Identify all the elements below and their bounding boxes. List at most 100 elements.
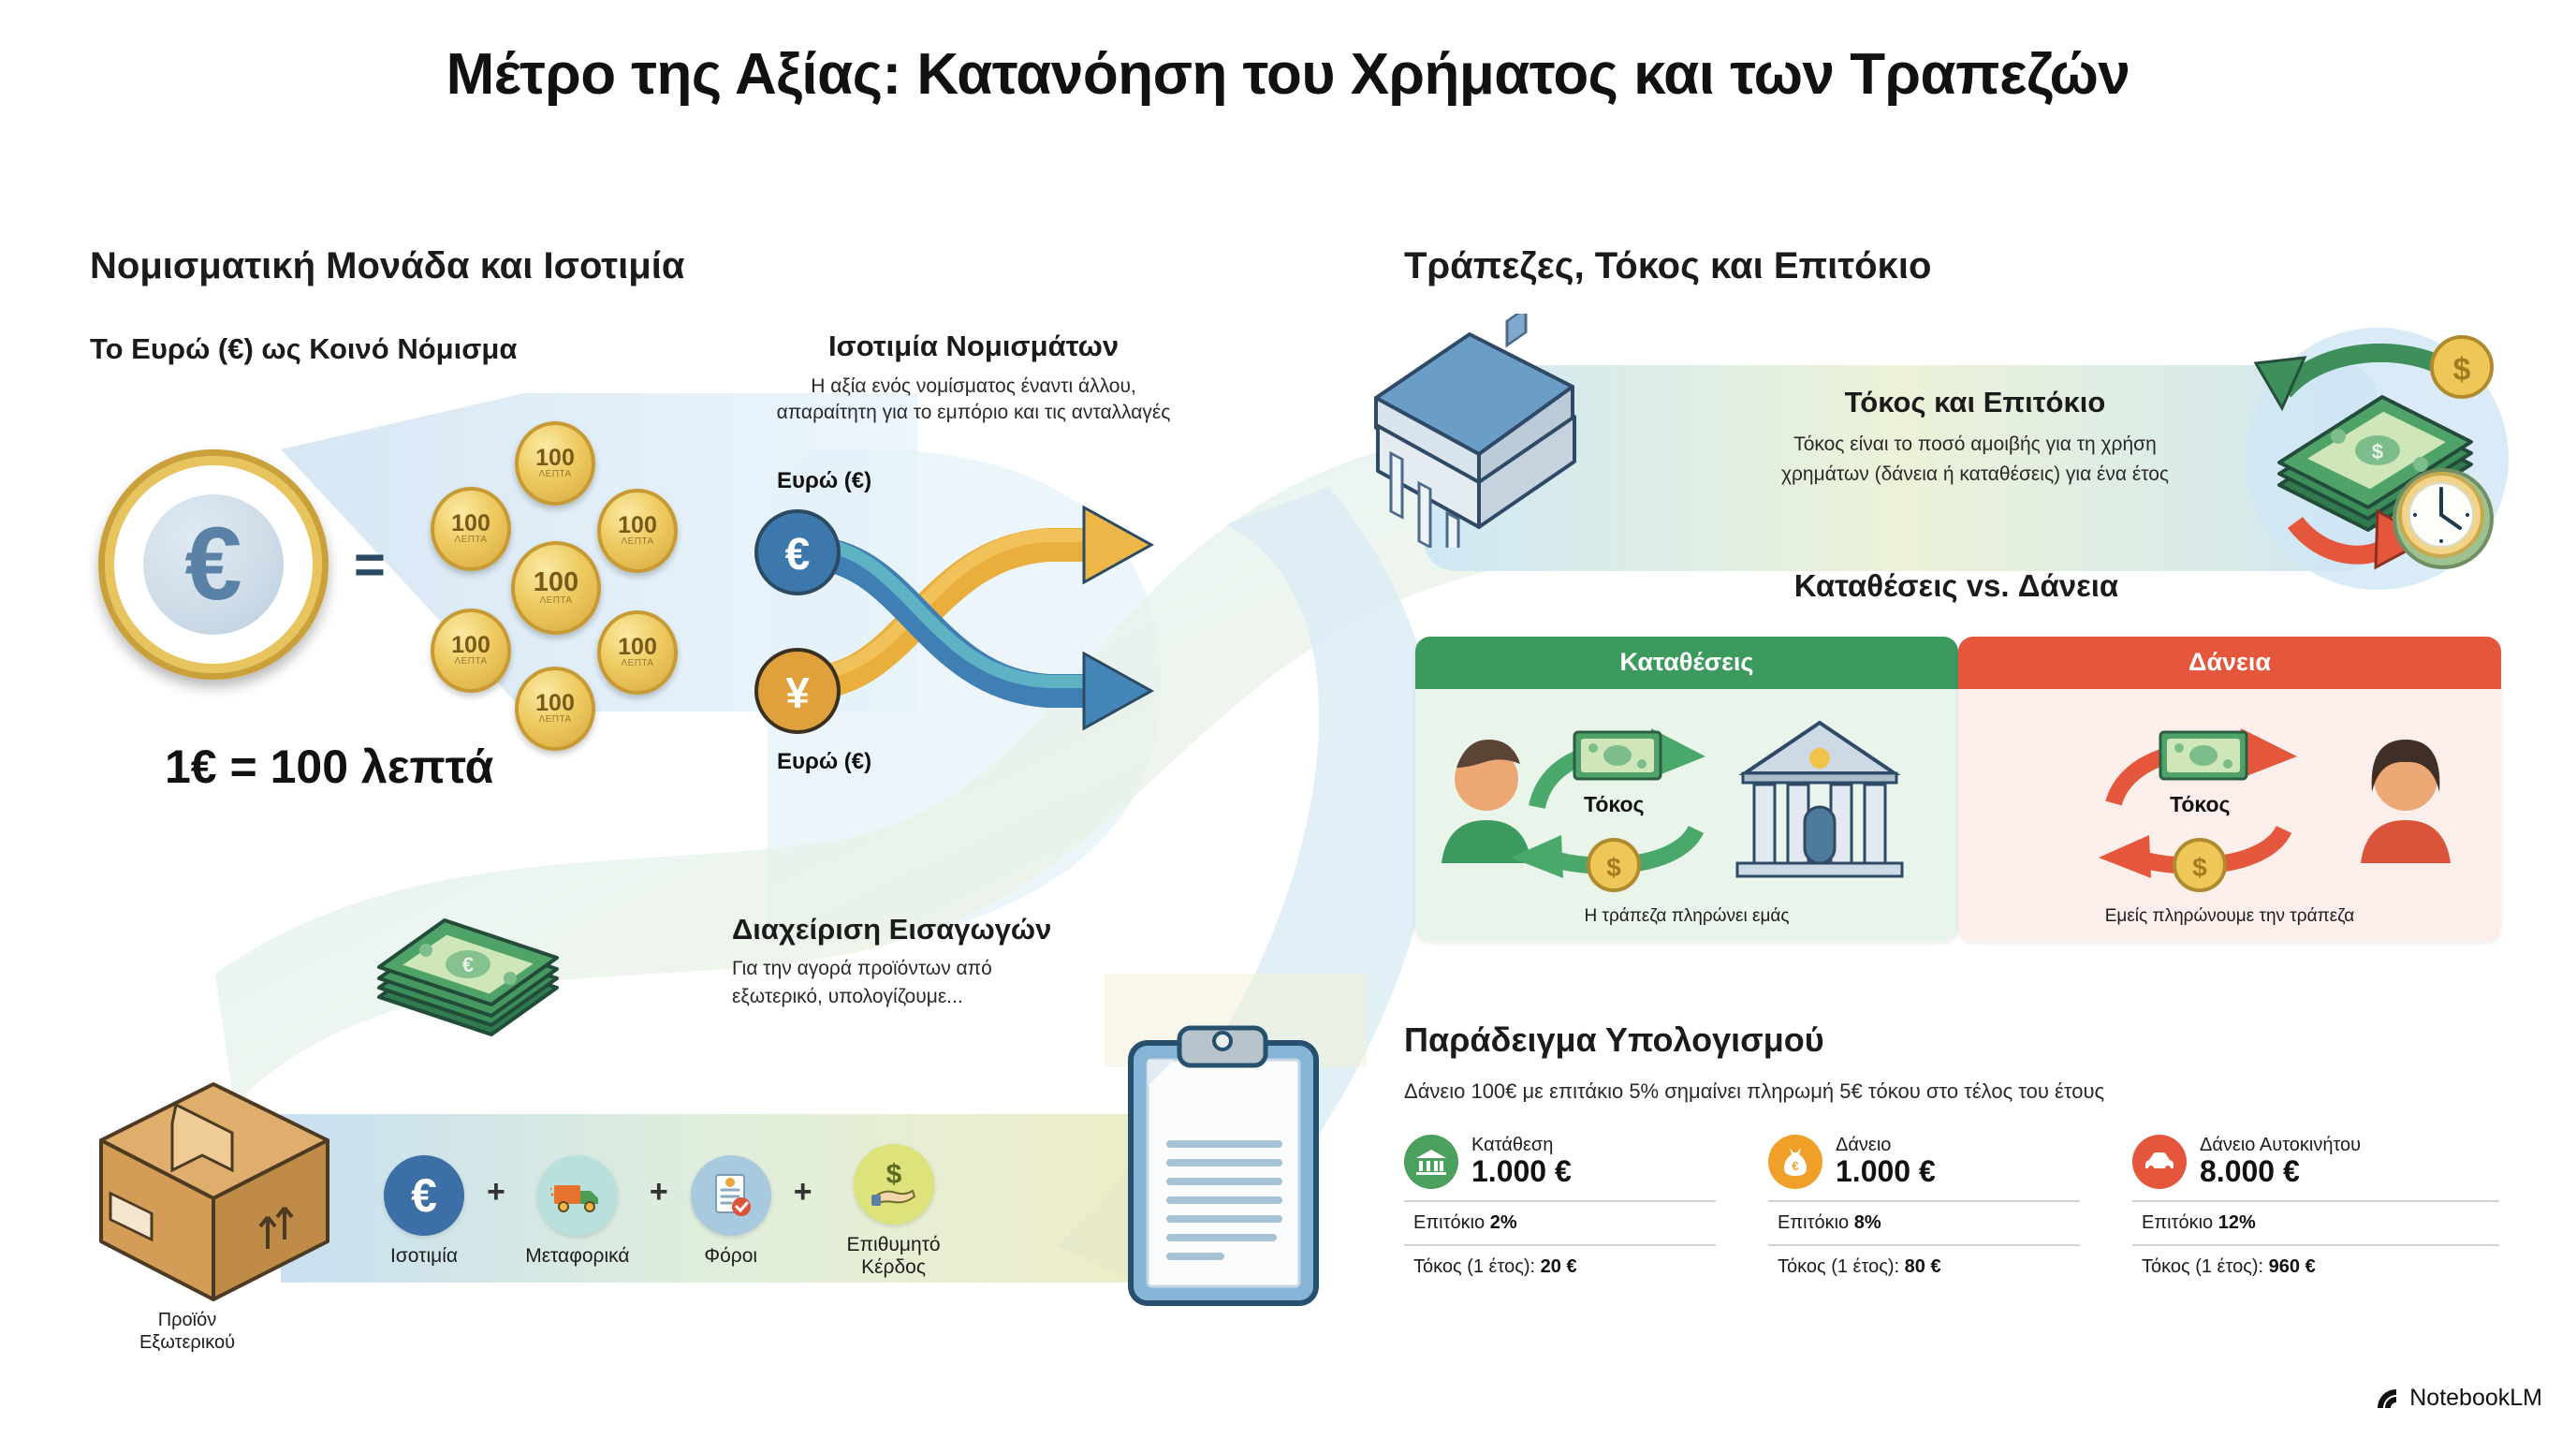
svg-text:$: $ bbox=[2192, 853, 2207, 882]
euro-equation: 1€ = 100 λεπτά bbox=[165, 741, 494, 793]
svg-text:$: $ bbox=[1606, 853, 1621, 882]
fx-block-sub-line2: απαραίτητη για το εμπόριο και τις ανταλλ… bbox=[776, 402, 1171, 423]
formula-item-foroi: Φόροι bbox=[680, 1155, 783, 1268]
clipboard-icon bbox=[1128, 1025, 1319, 1306]
money-clock-illustration: $ $ bbox=[2253, 335, 2494, 570]
cent-coin-cluster: 100 ΛΕΠΤΑ 100 ΛΕΠΤΑ 100 ΛΕΠΤΑ 100 ΛΕΠΤΑ … bbox=[421, 421, 721, 751]
calc-interest-row: Τόκος (1 έτος): 960 € bbox=[2132, 1244, 2499, 1288]
deposits-illustration: $ Τόκος bbox=[1415, 689, 1958, 906]
cent-coin-value: 100 bbox=[451, 631, 490, 658]
loans-caption: Εμείς πληρώνουμε την τράπεζα bbox=[2104, 906, 2355, 926]
left-section-heading: Νομισματική Μονάδα και Ισοτιμία bbox=[90, 245, 685, 286]
hand-dollar-icon: $ bbox=[853, 1144, 934, 1225]
formula-label: Φόροι bbox=[704, 1245, 758, 1268]
notebooklm-label: NotebookLM bbox=[2409, 1385, 2542, 1411]
notebooklm-watermark: NotebookLM bbox=[2374, 1385, 2542, 1412]
cent-coin-value: 100 bbox=[451, 509, 490, 536]
formula-label: Μεταφορικά bbox=[525, 1245, 630, 1268]
euro-block-title: Το Ευρώ (€) ως Κοινό Νόμισμα bbox=[90, 332, 518, 365]
cent-coin-word: ΛΕΠΤΑ bbox=[539, 595, 573, 607]
cent-coin-value: 100 bbox=[535, 444, 575, 471]
svg-text:$: $ bbox=[886, 1159, 901, 1190]
loans-interest-label: Τόκος bbox=[2170, 792, 2231, 816]
fx-block-sub-line1: Η αξία ενός νομίσματος έναντι άλλου, bbox=[811, 375, 1136, 397]
cent-coin-word: ΛΕΠΤΑ bbox=[454, 535, 488, 546]
calc-name: Δάνειο Αυτοκινήτου bbox=[2200, 1135, 2362, 1156]
deposits-header: Καταθέσεις bbox=[1415, 637, 1958, 689]
cent-coin: 100 ΛΕΠΤΑ bbox=[597, 610, 678, 695]
interest-banner-title: Τόκος και Επιτόκιο bbox=[1844, 386, 2106, 418]
plus-sign: + bbox=[487, 1173, 505, 1210]
calc-interest-row: Τόκος (1 έτος): 20 € bbox=[1404, 1244, 1716, 1288]
cent-coin-word: ΛΕΠΤΑ bbox=[621, 536, 654, 548]
loans-header: Δάνεια bbox=[1958, 637, 2501, 689]
calc-name: Δάνειο bbox=[1836, 1135, 1892, 1156]
formula-item-metaforika: Μεταφορικά bbox=[517, 1155, 638, 1268]
euro-icon: € bbox=[384, 1155, 464, 1237]
right-section-heading: Τράπεζες, Τόκος και Επιτόκιο bbox=[1404, 245, 1932, 286]
currency-swap-illustration: € ¥ bbox=[754, 505, 1155, 734]
cent-coin-word: ΛΕΠΤΑ bbox=[538, 714, 572, 726]
equals-sign: = bbox=[354, 535, 386, 595]
svg-text:€: € bbox=[785, 530, 811, 580]
cent-coin-word: ΛΕΠΤΑ bbox=[454, 656, 488, 668]
bank-building-icon bbox=[1374, 314, 1576, 548]
formula-item-kerdos: $ Επιθυμητό Κέρδος bbox=[824, 1144, 964, 1279]
svg-text:$: $ bbox=[2453, 352, 2471, 388]
calc-interest-row: Τόκος (1 έτος): 80 € bbox=[1768, 1244, 2080, 1288]
deposits-card: Καταθέσεις bbox=[1415, 637, 1958, 942]
calc-card-loan: € Δάνειο 1.000 € Επιτόκιο 8% Τόκος (1 έτ… bbox=[1768, 1135, 2080, 1288]
truck-icon bbox=[536, 1155, 618, 1237]
cent-coin-value: 100 bbox=[618, 511, 657, 538]
formula-item-isotimia: € Ισοτιμία bbox=[373, 1155, 476, 1268]
formula-label: Ισοτιμία bbox=[389, 1245, 459, 1268]
fx-bottom-label: Ευρώ (€) bbox=[777, 749, 872, 774]
document-check-icon bbox=[690, 1155, 771, 1237]
example-sub: Δάνειο 100€ με επιτάκιο 5% σημαίνει πληρ… bbox=[1404, 1079, 2105, 1103]
calc-rate-row: Επιτόκιο 12% bbox=[2132, 1200, 2499, 1244]
cent-coin: 100 ΛΕΠΤΑ bbox=[597, 489, 678, 573]
deposits-caption: Η τράπεζα πληρώνει εμάς bbox=[1584, 906, 1790, 926]
deposits-interest-label: Τόκος bbox=[1584, 792, 1645, 816]
calc-rate-row: Επιτόκιο 8% bbox=[1768, 1200, 2080, 1244]
cent-coin: 100 ΛΕΠΤΑ bbox=[515, 421, 595, 506]
euro-symbol: € bbox=[143, 494, 284, 635]
calc-rate-row: Επιτόκιο 2% bbox=[1404, 1200, 1716, 1244]
calc-amount: 8.000 € bbox=[2200, 1154, 2300, 1189]
calc-name: Κατάθεση bbox=[1471, 1135, 1554, 1156]
svg-text:€: € bbox=[1792, 1159, 1798, 1173]
money-bag-icon: € bbox=[1768, 1135, 1822, 1189]
euro-cash-stack-icon: € bbox=[377, 918, 559, 1036]
cent-coin-value: 100 bbox=[618, 633, 657, 660]
bank-icon bbox=[1404, 1135, 1458, 1189]
svg-text:€: € bbox=[462, 953, 474, 976]
cent-coin-value: 100 bbox=[535, 689, 575, 716]
plus-sign: + bbox=[649, 1173, 668, 1210]
calc-card-deposit: Κατάθεση 1.000 € Επιτόκιο 2% Τόκος (1 έτ… bbox=[1404, 1135, 1716, 1288]
interest-banner-sub-line2: χρημάτων (δάνεια ή καταθέσεις) για ένα έ… bbox=[1780, 463, 2170, 485]
calculation-cards: Κατάθεση 1.000 € Επιτόκιο 2% Τόκος (1 έτ… bbox=[1404, 1135, 2499, 1288]
cent-coin: 100 ΛΕΠΤΑ bbox=[431, 609, 511, 693]
fx-block-title: Ισοτιμία Νομισμάτων bbox=[827, 330, 1120, 362]
page-title: Μέτρο της Αξίας: Κατανόηση του Χρήματος … bbox=[446, 42, 2130, 107]
example-heading: Παράδειγμα Υπολογισμού bbox=[1404, 1020, 1824, 1059]
calc-amount: 1.000 € bbox=[1471, 1154, 1572, 1189]
calc-card-car-loan: Δάνειο Αυτοκινήτου 8.000 € Επιτόκιο 12% … bbox=[2132, 1135, 2499, 1288]
svg-text:$: $ bbox=[2372, 440, 2383, 463]
cent-coin: 100 ΛΕΠΤΑ bbox=[511, 541, 601, 635]
interest-banner-sub-line1: Τόκος είναι το ποσό αμοιβής για τη χρήση bbox=[1793, 433, 2157, 455]
fx-top-label: Ευρώ (€) bbox=[777, 468, 872, 493]
calc-amount: 1.000 € bbox=[1836, 1154, 1936, 1189]
cent-coin-word: ΛΕΠΤΑ bbox=[621, 658, 654, 669]
cent-coin: 100 ΛΕΠΤΑ bbox=[431, 487, 511, 571]
notebooklm-logo-icon bbox=[2378, 1388, 2397, 1408]
cardboard-box-icon bbox=[99, 1082, 329, 1301]
product-label: Προϊόν Εξωτερικού bbox=[139, 1310, 236, 1353]
cent-coin-word: ΛΕΠΤΑ bbox=[538, 469, 572, 480]
formula-label: Επιθυμητό Κέρδος bbox=[846, 1234, 941, 1279]
loans-card: Δάνεια $ bbox=[1958, 637, 2501, 942]
car-icon bbox=[2132, 1135, 2187, 1189]
compare-heading: Καταθέσεις vs. Δάνεια bbox=[1793, 568, 2119, 603]
cent-coin-value: 100 bbox=[533, 566, 579, 597]
